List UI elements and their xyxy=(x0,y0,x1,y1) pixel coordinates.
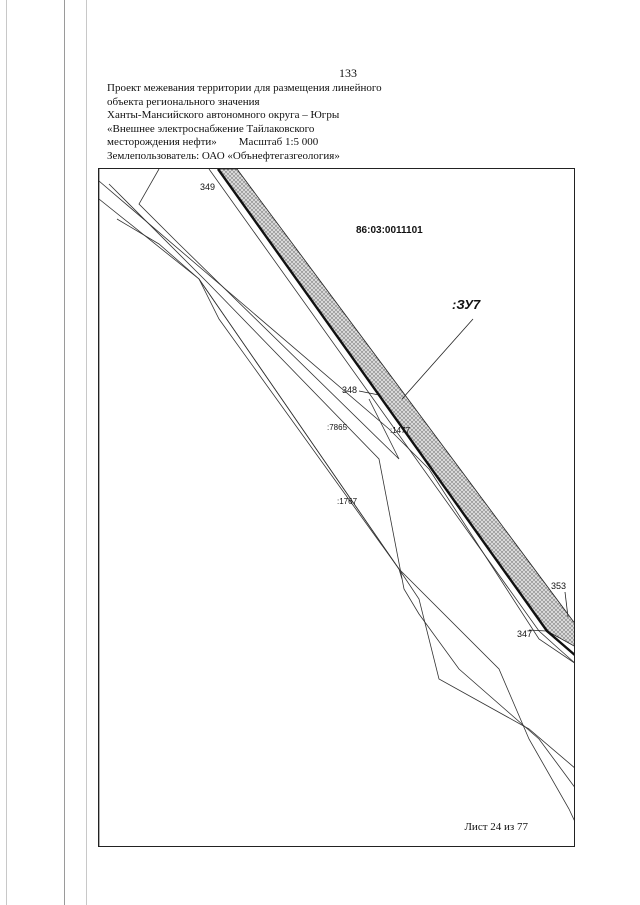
boundary-bold-line xyxy=(217,169,574,656)
parcel-boundaries xyxy=(99,169,574,846)
header-line: «Внешнее электроснабжение Тайлаковского xyxy=(107,122,315,135)
map-frame: 349 86:03:0011101 :ЗУ7 348 :7865 :1477 :… xyxy=(98,168,575,847)
plot-stripe xyxy=(217,169,574,647)
boundary-line xyxy=(99,180,574,664)
boundary-line xyxy=(108,183,574,787)
cadastral-label-1767: :1767 xyxy=(337,497,358,506)
land-user: Землепользователь: ОАО «Обънефтегазгеоло… xyxy=(107,149,340,162)
boundary-line xyxy=(138,169,400,460)
header-line: объекта регионального значения xyxy=(107,95,260,108)
scan-margin-line xyxy=(64,0,65,905)
scan-edge-left xyxy=(6,0,7,905)
point-label-349: 349 xyxy=(200,182,215,192)
boundary-line xyxy=(208,169,574,663)
sheet-number: Лист 24 из 77 xyxy=(464,821,528,833)
document-header: Проект межевания территории для размещен… xyxy=(107,82,427,164)
cadastral-label-1477: :1477 xyxy=(390,426,411,435)
point-label-348: 348 xyxy=(342,385,357,395)
header-line: Проект межевания территории для размещен… xyxy=(107,82,382,94)
point-353-leader xyxy=(564,591,569,618)
parcel-number: 86:03:0011101 xyxy=(356,225,423,236)
header-line-scale: месторождения нефти» Масштаб 1:5 000 xyxy=(107,136,427,150)
point-label-347: 347 xyxy=(517,629,532,639)
cadastral-label-7865: :7865 xyxy=(327,423,348,432)
scale-text: Масштаб 1:5 000 xyxy=(238,136,319,149)
scan-margin-line-inner xyxy=(86,0,87,905)
boundary-line xyxy=(116,218,574,821)
header-text: месторождения нефти» xyxy=(107,136,217,149)
plot-label: :ЗУ7 xyxy=(452,297,481,312)
plot-leader-line xyxy=(401,318,474,400)
point-348-leader xyxy=(358,390,380,396)
point-347-leader xyxy=(528,629,547,632)
page-number: 133 xyxy=(339,66,357,80)
header-line: Ханты-Мансийского автономного округа – Ю… xyxy=(107,109,340,122)
boundary-line xyxy=(99,198,574,768)
point-label-353: 353 xyxy=(551,581,566,591)
map-drawing: 349 86:03:0011101 :ЗУ7 348 :7865 :1477 :… xyxy=(99,169,574,846)
boundary-line xyxy=(198,278,403,580)
